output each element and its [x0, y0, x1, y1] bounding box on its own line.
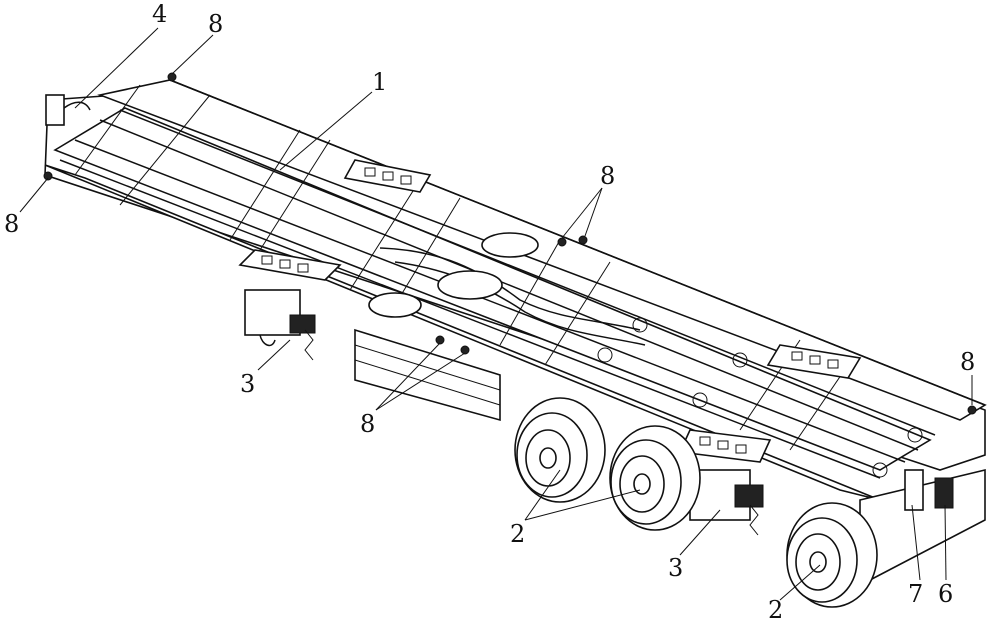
- wheel-3: [786, 502, 878, 608]
- battery-box: [354, 328, 501, 422]
- wheel-2: [609, 425, 701, 531]
- twist-locks: [43, 72, 977, 415]
- rear-bumper: [859, 468, 986, 582]
- deck-panel-rear: [766, 344, 862, 379]
- label-lock-rear-right: 8: [960, 348, 975, 376]
- label-lock-mid-right: 8: [600, 162, 615, 190]
- deck-panel-front: [238, 249, 342, 281]
- front-coupler-assembly: [45, 94, 91, 126]
- label-lock-mid-lower: 8: [360, 410, 375, 438]
- label-coupler: 4: [152, 0, 167, 28]
- label-lock-left: 8: [4, 210, 19, 238]
- chassis-frame: [44, 79, 987, 582]
- label-frame: 1: [372, 68, 387, 96]
- leader-lines: [19, 27, 973, 601]
- label-part-six: 6: [938, 580, 953, 608]
- label-wheel-rear: 2: [768, 596, 783, 624]
- part-labels: 4 8 1 8 8 3 8 2 3 2 7 6 8: [4, 0, 975, 624]
- label-suspension-front: 3: [240, 370, 255, 398]
- deck-panel-mid: [343, 159, 432, 193]
- air-tank: [368, 232, 539, 318]
- label-suspension-rear: 3: [668, 554, 683, 582]
- suspension-rear: [689, 469, 764, 536]
- label-lock-top: 8: [208, 10, 223, 38]
- label-part-seven: 7: [908, 580, 923, 608]
- suspension-front: [244, 289, 316, 361]
- label-wheel-front-pair: 2: [510, 520, 525, 548]
- wheel-1: [514, 397, 606, 503]
